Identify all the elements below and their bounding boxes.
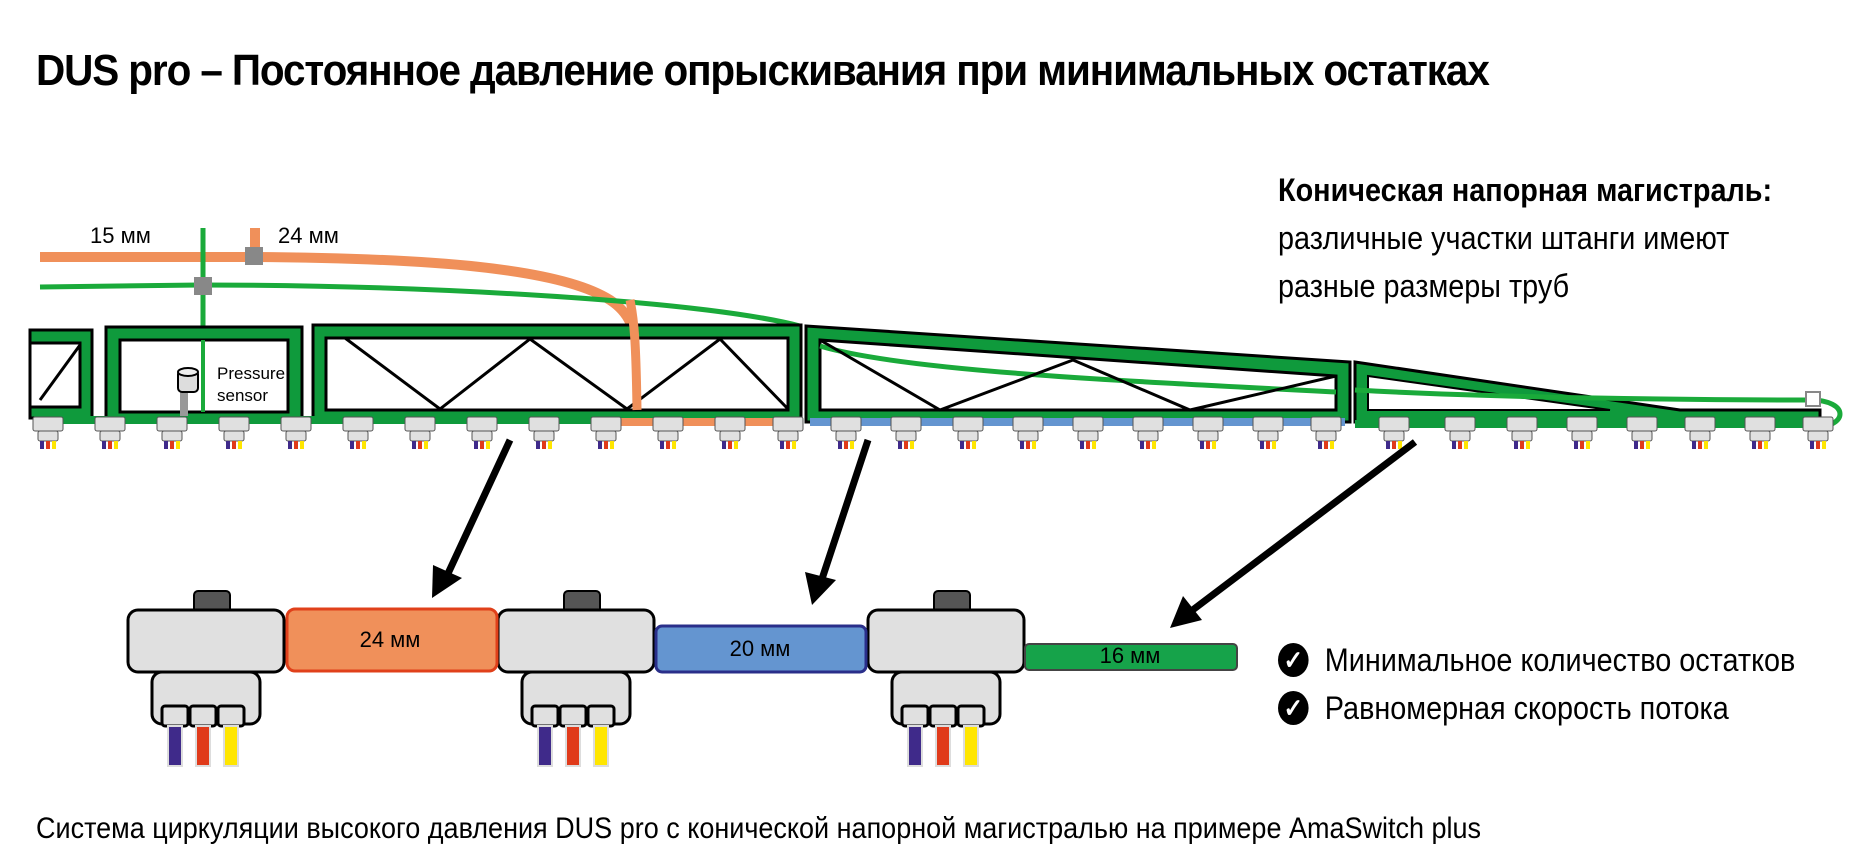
nozzle bbox=[528, 416, 560, 449]
detail-label-16: 16 мм bbox=[1100, 643, 1161, 668]
nozzle-body-enlarged bbox=[126, 590, 286, 767]
arrow-to-16mm bbox=[1170, 439, 1418, 628]
sensor-label-line2: sensor bbox=[217, 386, 268, 405]
nozzle bbox=[1566, 416, 1598, 449]
boom-segment-5 bbox=[1353, 360, 1843, 431]
boom-segment-1 bbox=[28, 328, 94, 420]
figure-caption: Система циркуляции высокого давления DUS… bbox=[36, 812, 1482, 845]
nozzle bbox=[1444, 416, 1476, 449]
nozzle bbox=[1744, 416, 1776, 449]
info-heading: Коническая напорная магистраль: bbox=[1278, 172, 1773, 208]
benefit-text: Равномерная скорость потока bbox=[1324, 690, 1729, 726]
benefit-text: Минимальное количество остатков bbox=[1324, 642, 1796, 678]
orange-riser bbox=[250, 228, 260, 258]
detail-label-24: 24 мм bbox=[360, 627, 421, 652]
nozzle bbox=[1192, 416, 1224, 449]
green-return-line bbox=[39, 282, 801, 329]
nozzle bbox=[652, 416, 684, 449]
nozzle bbox=[1684, 416, 1716, 449]
nozzle bbox=[714, 416, 746, 449]
nozzle bbox=[1012, 416, 1044, 449]
boom-segment-2 bbox=[104, 325, 304, 423]
nozzle bbox=[890, 416, 922, 449]
nozzle-row bbox=[32, 416, 1834, 449]
pipe-15-label: 15 мм bbox=[90, 223, 151, 248]
boom-segment-4 bbox=[804, 324, 1352, 424]
end-connector bbox=[1805, 391, 1821, 407]
info-line-1: различные участки штанги имеют bbox=[1278, 220, 1730, 256]
arrow-to-24mm bbox=[432, 438, 514, 598]
nozzle-body-enlarged bbox=[866, 590, 1026, 767]
detail-label-20: 20 мм bbox=[730, 636, 791, 661]
nozzle bbox=[32, 416, 64, 449]
nozzle bbox=[952, 416, 984, 449]
check-circle-icon: ✓ bbox=[1278, 643, 1309, 677]
pipe-20mm-section bbox=[654, 624, 868, 674]
nozzle bbox=[466, 416, 498, 449]
conical-line-info: Коническая напорная магистраль: различны… bbox=[1278, 166, 1772, 310]
arrow-to-20mm bbox=[805, 438, 872, 605]
nozzle bbox=[1132, 416, 1164, 449]
nozzle bbox=[1626, 416, 1658, 449]
nozzle bbox=[590, 416, 622, 449]
nozzle bbox=[94, 416, 126, 449]
nozzle bbox=[342, 416, 374, 449]
nozzle bbox=[1072, 416, 1104, 449]
nozzle bbox=[1252, 416, 1284, 449]
detail-view bbox=[126, 590, 1238, 767]
benefit-item: ✓ Равномерная скорость потока bbox=[1278, 684, 1795, 732]
nozzle bbox=[1506, 416, 1538, 449]
pipe-16mm-section bbox=[1024, 643, 1238, 671]
nozzle bbox=[772, 416, 804, 449]
nozzle bbox=[404, 416, 436, 449]
pressure-sensor bbox=[177, 367, 199, 420]
benefit-item: ✓ Минимальное количество остатков bbox=[1278, 636, 1795, 684]
nozzle bbox=[156, 416, 188, 449]
nozzle bbox=[1378, 416, 1410, 449]
pipe-24mm-section bbox=[285, 607, 499, 673]
nozzle bbox=[830, 416, 862, 449]
pipe-24-label: 24 мм bbox=[278, 223, 339, 248]
nozzle-body-enlarged bbox=[496, 590, 656, 767]
pipe-connector bbox=[245, 247, 263, 265]
pipe-connector bbox=[194, 277, 212, 295]
nozzle bbox=[218, 416, 250, 449]
check-circle-icon: ✓ bbox=[1278, 691, 1309, 725]
benefits-list: ✓ Минимальное количество остатков ✓ Равн… bbox=[1278, 636, 1795, 732]
sensor-label-line1: Pressure bbox=[217, 364, 285, 383]
boom-segment-3 bbox=[311, 299, 803, 423]
nozzle bbox=[1310, 416, 1342, 449]
nozzle bbox=[1802, 416, 1834, 449]
info-line-2: разные размеры труб bbox=[1278, 268, 1570, 304]
nozzle bbox=[280, 416, 312, 449]
page-title: DUS pro – Постоянное давление опрыскиван… bbox=[36, 46, 1490, 95]
